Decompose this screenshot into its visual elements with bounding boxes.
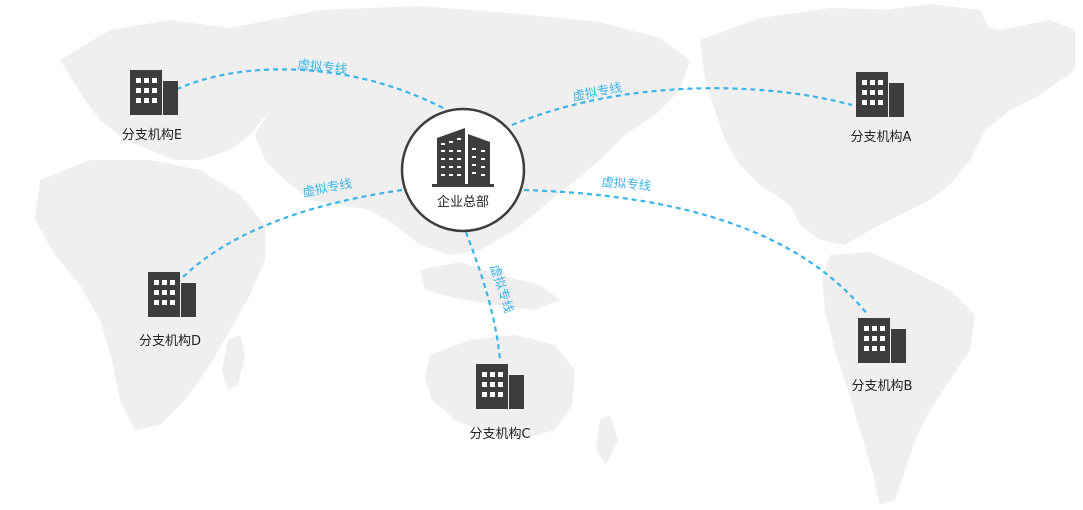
branch-node-a: 分支机构A (851, 72, 912, 145)
greenland-landmass (870, 4, 990, 62)
link-label-b: 虚拟专线 (601, 174, 653, 193)
building-icon (148, 272, 196, 317)
link-line-hub-d (179, 188, 403, 281)
hub-node: 企业总部 (400, 107, 526, 233)
link-line-hub-e (174, 68, 444, 109)
link-line-hub-c (464, 231, 502, 361)
building-icon (476, 364, 524, 409)
building-icon (130, 70, 178, 115)
southeast-asia-islands (420, 262, 560, 310)
world-map-background (35, 4, 1075, 505)
new-zealand-landmass (596, 415, 618, 465)
north-america-landmass (700, 8, 1075, 245)
japan-landmass (545, 100, 570, 165)
uk-landmass (95, 62, 112, 95)
madagascar-landmass (222, 335, 245, 390)
branch-node-d: 分支机构D (139, 272, 201, 349)
link-label-e: 虚拟专线 (297, 56, 349, 76)
branch-nodes: 分支机构A 分支机构B 分支机构C 分支机构D 分支机构E (122, 70, 913, 442)
branch-node-c: 分支机构C (469, 364, 531, 442)
building-icon (856, 72, 904, 117)
branch-label-b: 分支机构B (852, 379, 913, 394)
branch-label-d: 分支机构D (139, 334, 201, 349)
link-lines (174, 68, 869, 361)
link-line-hub-a (511, 87, 853, 127)
branch-label-c: 分支机构C (469, 427, 530, 442)
link-line-hub-b (523, 188, 869, 316)
branch-label-a: 分支机构A (851, 130, 912, 145)
building-icon (858, 318, 906, 363)
branch-node-e: 分支机构E (122, 70, 182, 143)
hub-label: 企业总部 (437, 194, 489, 210)
branch-label-e: 分支机构E (122, 128, 182, 143)
branch-node-b: 分支机构B (852, 318, 913, 394)
office-tower-icon (432, 128, 494, 187)
south-america-landmass (822, 252, 975, 505)
